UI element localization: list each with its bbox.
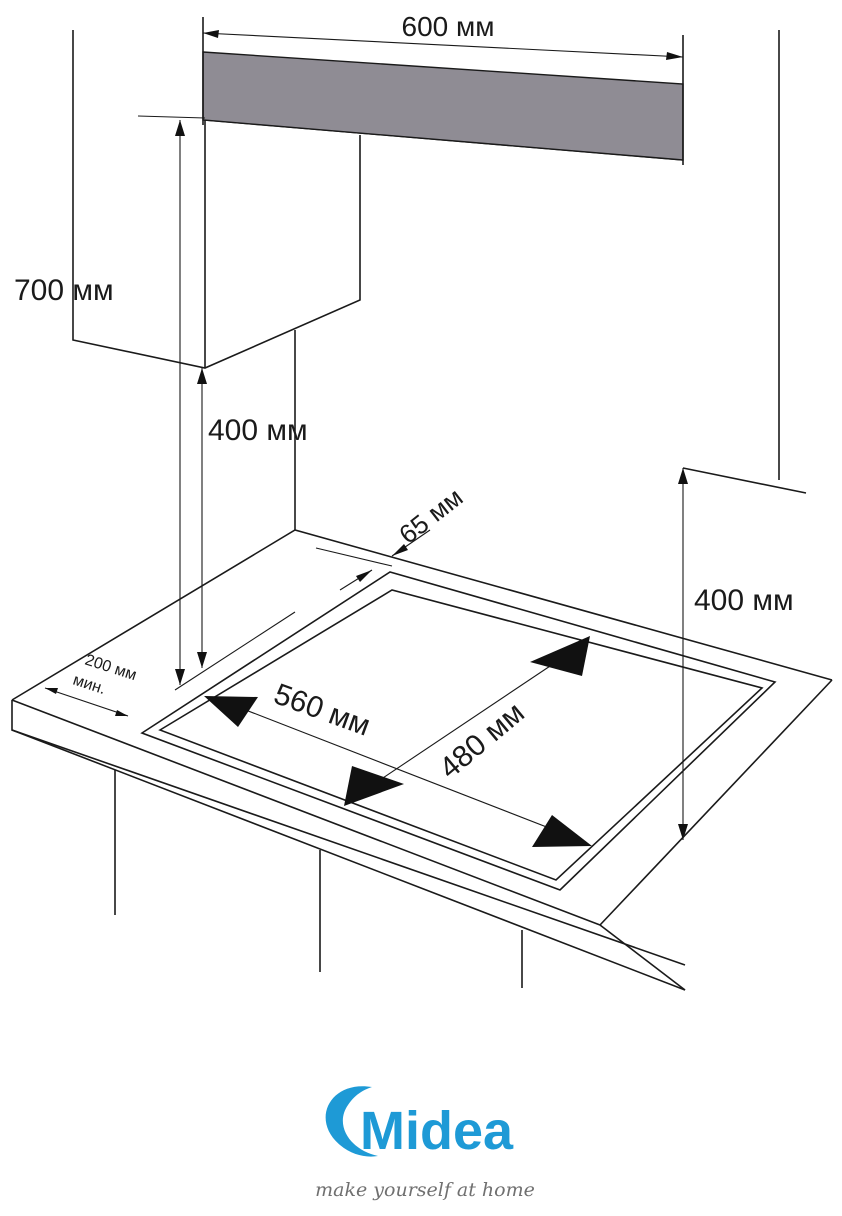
hob-cutout xyxy=(140,571,777,891)
dimension-cutout-depth: 480 мм xyxy=(344,636,590,806)
dimension-front-distance: 200 мм мин. xyxy=(44,611,296,717)
range-hood xyxy=(202,17,684,165)
dimension-cutout-width: 560 мм xyxy=(204,678,592,847)
label-cabinet-height: 700 мм xyxy=(14,274,114,307)
logo-swoosh-icon xyxy=(325,1086,378,1157)
countertop xyxy=(11,529,833,991)
label-hood-clearance: 400 мм xyxy=(208,414,308,447)
label-front-distance-2: мин. xyxy=(71,672,108,698)
logo-wordmark: Midea xyxy=(360,1101,514,1161)
brand-logo: Midea make yourself at home xyxy=(315,1086,535,1201)
label-cutout-width: 560 мм xyxy=(270,678,375,743)
dimension-hood-clearance: 400 мм xyxy=(175,120,308,685)
label-back-distance: 65 мм xyxy=(393,482,468,550)
dimension-hood-width: 600 мм xyxy=(202,11,684,60)
label-hood-width: 600 мм xyxy=(402,11,495,42)
dimension-side-clearance: 400 мм xyxy=(678,468,794,840)
label-side-clearance: 400 мм xyxy=(694,584,794,617)
dimension-back-distance: 65 мм xyxy=(315,482,468,591)
dimension-cabinet-height: 700 мм xyxy=(14,115,206,307)
label-cutout-depth: 480 мм xyxy=(433,696,531,785)
logo-tagline: make yourself at home xyxy=(315,1179,535,1201)
